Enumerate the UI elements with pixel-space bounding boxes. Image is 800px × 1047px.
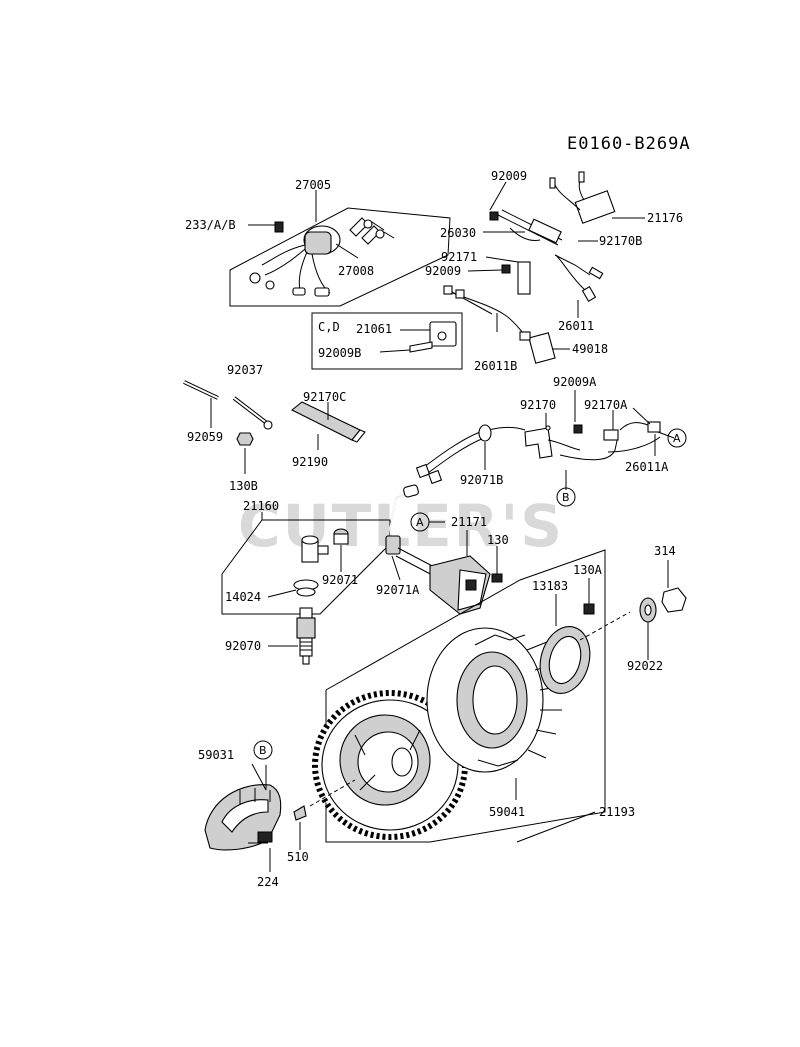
part-label-130a: 130A xyxy=(573,563,603,577)
part-label-59031: 59031 xyxy=(198,748,234,762)
part-label-cd: C,D xyxy=(318,320,340,334)
part-label-92070: 92070 xyxy=(225,639,261,653)
part-label-92022: 92022 xyxy=(627,659,663,673)
part-label-26011: 26011 xyxy=(558,319,594,333)
part-label-26011b: 26011B xyxy=(474,359,517,373)
part-label-21193: 21193 xyxy=(599,805,635,819)
key-switch-group xyxy=(229,190,451,307)
part-label-59041: 59041 xyxy=(489,805,525,819)
part-label-26030: 26030 xyxy=(440,226,476,240)
part-label-13183: 13183 xyxy=(532,579,568,593)
part-label-26011a: 26011A xyxy=(625,460,669,474)
svg-text:A: A xyxy=(673,432,681,445)
cd-variant-box xyxy=(311,312,463,370)
part-label-21061: 21061 xyxy=(356,322,392,336)
part-label-21171: 21171 xyxy=(451,515,487,529)
part-label-92170a: 92170A xyxy=(584,398,628,412)
diagram-code: E0160-B269A xyxy=(567,134,691,154)
callout-b-mid: B xyxy=(556,487,576,507)
ignition-coil xyxy=(385,484,503,615)
part-label-14024: 14024 xyxy=(225,590,261,604)
part-label-92170b: 92170B xyxy=(599,234,642,248)
part-label-27005: 27005 xyxy=(295,178,331,192)
part-label-21176: 21176 xyxy=(647,211,683,225)
svg-text:A: A xyxy=(416,516,424,529)
part-label-92170: 92170 xyxy=(520,398,556,412)
part-label-21160: 21160 xyxy=(243,499,279,513)
part-label-27008: 27008 xyxy=(338,264,374,278)
callout-a-right: A xyxy=(667,428,687,448)
part-label-92009-mid: 92009 xyxy=(425,264,461,278)
part-label-92009-top: 92009 xyxy=(491,169,527,183)
part-label-224: 224 xyxy=(257,875,279,889)
svg-text:B: B xyxy=(259,744,267,757)
part-label-92071: 92071 xyxy=(322,573,358,587)
fan-flywheel xyxy=(426,627,563,773)
part-label-130: 130 xyxy=(487,533,509,547)
callout-b-starter: B xyxy=(253,740,273,760)
rod-group xyxy=(183,380,273,474)
ignition-harness-group xyxy=(443,171,616,364)
nut xyxy=(661,587,687,613)
part-label-314: 314 xyxy=(654,544,676,558)
svg-text:B: B xyxy=(562,491,570,504)
part-label-92071a: 92071A xyxy=(376,583,420,597)
woodruff-key xyxy=(293,805,307,821)
part-label-92171: 92171 xyxy=(441,250,477,264)
starter-cup xyxy=(204,763,282,872)
part-label-92037: 92037 xyxy=(227,363,263,377)
part-label-49018: 49018 xyxy=(572,342,608,356)
part-label-92071b: 92071B xyxy=(460,473,503,487)
strap-group xyxy=(290,401,366,450)
part-label-233: 233/A/B xyxy=(185,218,236,232)
coil-wiring-group xyxy=(415,390,675,490)
part-label-92170c: 92170C xyxy=(303,390,346,404)
part-label-92190: 92190 xyxy=(292,455,328,469)
part-label-92059: 92059 xyxy=(187,430,223,444)
gasket xyxy=(539,626,591,694)
flywheel-group-bracket xyxy=(325,549,606,843)
part-label-130b: 130B xyxy=(229,479,258,493)
part-label-510: 510 xyxy=(287,850,309,864)
part-label-92009b: 92009B xyxy=(318,346,361,360)
part-label-92009a: 92009A xyxy=(553,375,597,389)
